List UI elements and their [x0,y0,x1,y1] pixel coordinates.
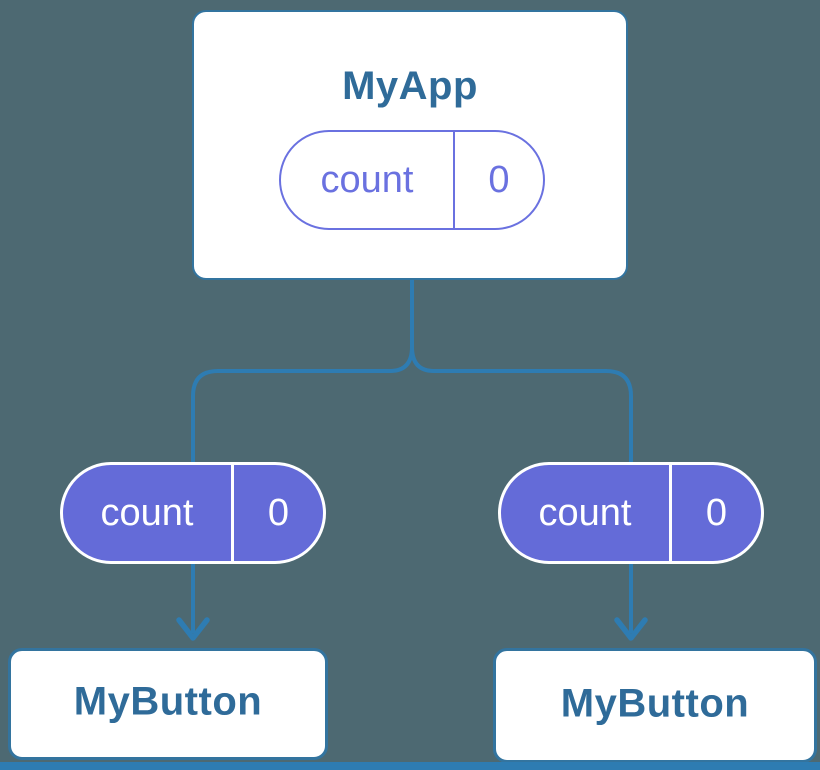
component-node-mybutton-right: MyButton [493,648,817,763]
bottom-edge-bar [0,762,820,770]
pill-divider [453,132,455,228]
prop-value: 0 [705,491,728,534]
component-title-mybutton-right: MyButton [560,681,750,726]
arrow-down-icon-left [176,617,210,641]
connector-right-branch [410,278,633,633]
prop-value: 0 [267,491,290,534]
connector-left-branch [191,278,414,633]
pill-divider [669,465,672,561]
component-title-mybutton-left: MyButton [73,679,263,724]
pill-divider [231,465,234,561]
arrow-down-icon-right [614,617,648,641]
prop-name: count [100,491,194,534]
component-node-mybutton-left: MyButton [8,648,328,760]
prop-name: count [538,491,632,534]
state-name: count [320,158,414,201]
prop-pill-right: count 0 [498,462,764,564]
component-title-myapp: MyApp [342,64,478,108]
state-pill-myapp: count 0 [279,130,545,230]
state-value: 0 [488,158,510,201]
prop-pill-left: count 0 [60,462,326,564]
component-node-myapp: MyApp count 0 [192,10,628,280]
